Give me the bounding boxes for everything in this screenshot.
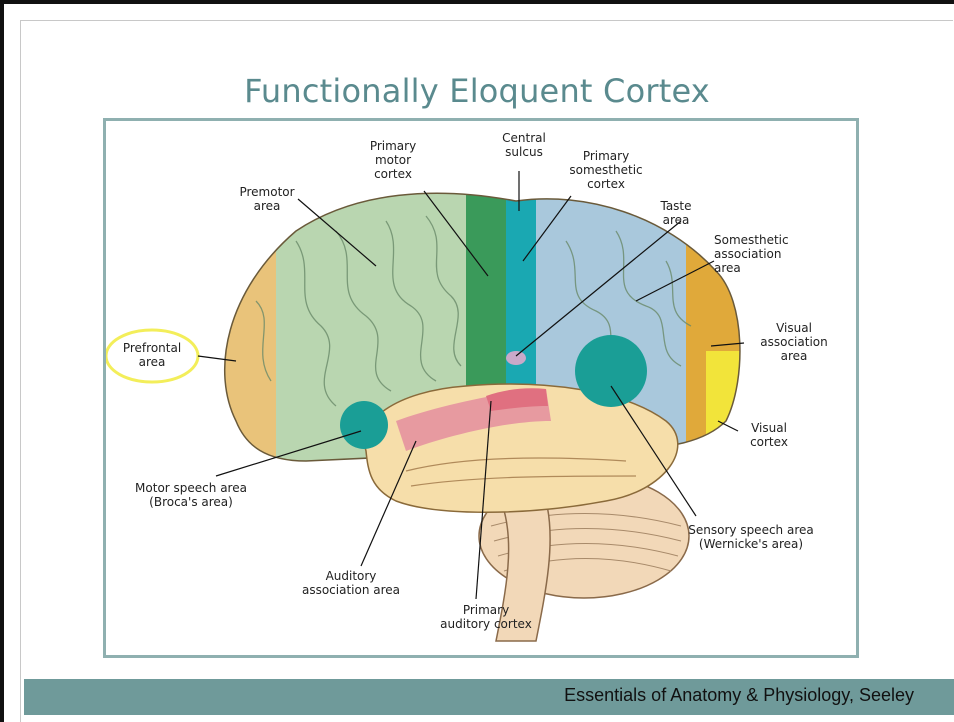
label-premotor-area: Premotor area: [232, 185, 302, 213]
label-sensory-speech-area: Sensory speech area (Wernicke's area): [676, 523, 826, 551]
slide-title: Functionally Eloquent Cortex: [0, 72, 954, 110]
label-primary-motor-cortex: Primary motor cortex: [358, 139, 428, 181]
label-primary-somesthetic-cortex: Primary somesthetic cortex: [566, 149, 646, 191]
label-somesthetic-association-area: Somesthetic association area: [714, 233, 798, 275]
label-visual-cortex: Visual cortex: [734, 421, 804, 449]
broca-area: [340, 401, 388, 449]
slide-top-border: [0, 0, 954, 4]
prefrontal-region: [206, 181, 276, 481]
label-auditory-association-area: Auditory association area: [286, 569, 416, 597]
footer-citation: Essentials of Anatomy & Physiology, Seel…: [564, 685, 914, 706]
brain-diagram: [106, 121, 856, 655]
wernicke-area: [575, 335, 647, 407]
label-motor-speech-area: Motor speech area (Broca's area): [126, 481, 256, 509]
label-central-sulcus: Central sulcus: [494, 131, 554, 159]
brain-diagram-frame: Central sulcus Primary motor cortex Prim…: [103, 118, 859, 658]
label-primary-auditory-cortex: Primary auditory cortex: [426, 603, 546, 631]
taste-area: [506, 351, 526, 365]
label-prefrontal-area: Prefrontal area: [116, 341, 188, 369]
footer-band: Essentials of Anatomy & Physiology, Seel…: [24, 679, 954, 715]
label-taste-area: Taste area: [646, 199, 706, 227]
label-visual-association-area: Visual association area: [752, 321, 836, 363]
temporal-lobe: [364, 384, 677, 512]
